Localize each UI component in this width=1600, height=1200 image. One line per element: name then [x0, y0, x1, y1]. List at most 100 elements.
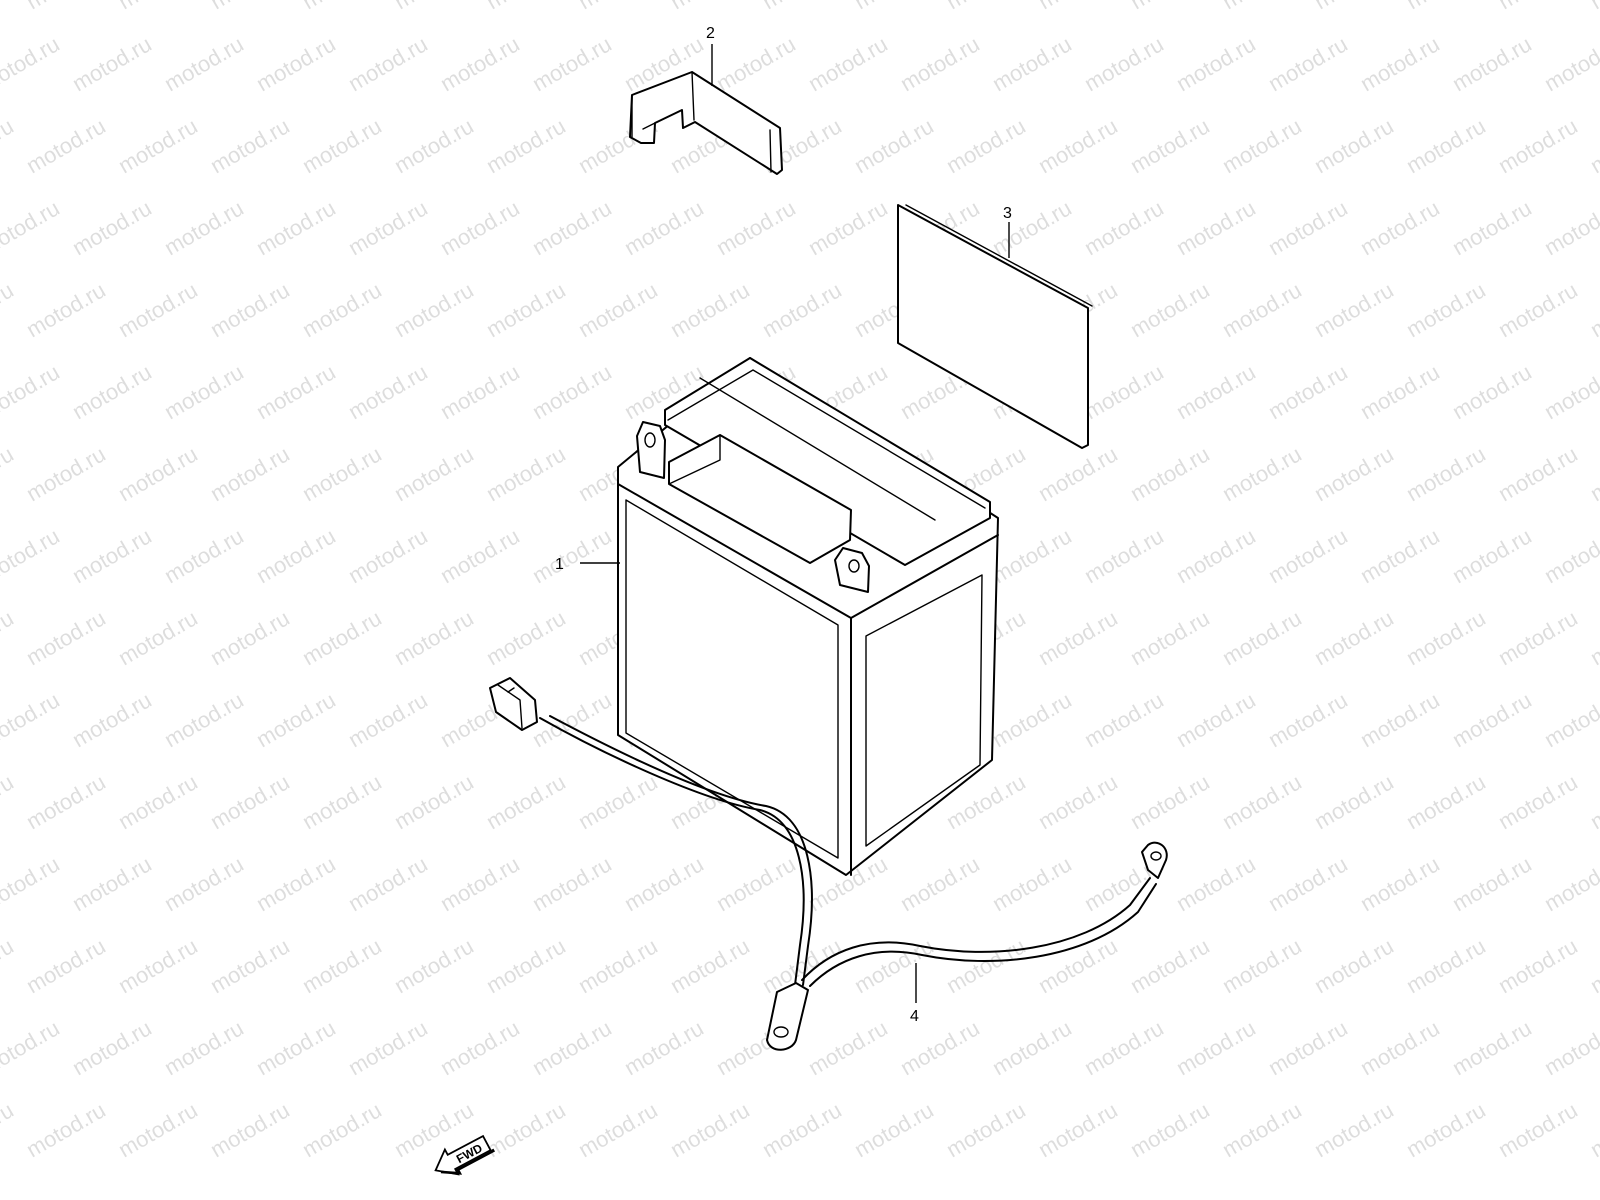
- watermark-text: motod.ru: [1310, 277, 1398, 342]
- watermark-text: motod.ru: [436, 359, 524, 424]
- watermark-text: motod.ru: [1172, 31, 1260, 96]
- watermark-text: motod.ru: [436, 1015, 524, 1080]
- watermark-text: motod.ru: [1402, 441, 1490, 506]
- watermark-text: motod.ru: [666, 0, 754, 14]
- watermark-text: motod.ru: [0, 441, 18, 506]
- watermark-text: motod.ru: [1218, 0, 1306, 14]
- watermark-text: motod.ru: [574, 277, 662, 342]
- watermark-text: motod.ru: [620, 195, 708, 260]
- watermark-text: motod.ru: [114, 1097, 202, 1162]
- watermark-text: motod.ru: [1448, 523, 1536, 588]
- watermark-text: motod.ru: [390, 605, 478, 670]
- watermark-text: motod.ru: [114, 113, 202, 178]
- watermark-text: motod.ru: [114, 0, 202, 14]
- part-2-bracket[interactable]: [629, 71, 783, 175]
- watermark-text: motod.ru: [1218, 277, 1306, 342]
- part-3-pad[interactable]: [897, 204, 1093, 449]
- watermark-text: motod.ru: [482, 277, 570, 342]
- watermark-text: motod.ru: [344, 359, 432, 424]
- watermark-text: motod.ru: [1540, 1015, 1600, 1080]
- watermark-text: motod.ru: [1402, 277, 1490, 342]
- watermark-text: motod.ru: [1494, 113, 1582, 178]
- watermark-text: motod.ru: [1540, 195, 1600, 260]
- watermark-text: motod.ru: [298, 113, 386, 178]
- watermark-text: motod.ru: [1080, 359, 1168, 424]
- watermark-text: motod.ru: [482, 605, 570, 670]
- watermark-text: motod.ru: [1126, 277, 1214, 342]
- watermark-text: motod.ru: [114, 933, 202, 998]
- watermark-text: motod.ru: [68, 31, 156, 96]
- watermark-text: motod.ru: [1494, 277, 1582, 342]
- watermark-text: motod.ru: [1402, 605, 1490, 670]
- watermark-text: motod.ru: [436, 31, 524, 96]
- watermark-text: motod.ru: [1080, 195, 1168, 260]
- watermark-text: motod.ru: [1586, 769, 1600, 834]
- watermark-text: motod.ru: [1264, 195, 1352, 260]
- watermark-text: motod.ru: [436, 851, 524, 916]
- watermark-text: motod.ru: [1034, 0, 1122, 14]
- watermark-text: motod.ru: [22, 933, 110, 998]
- part-4-wire-harness[interactable]: [489, 677, 1168, 1051]
- watermark-text: motod.ru: [0, 769, 18, 834]
- watermark-text: motod.ru: [1218, 769, 1306, 834]
- watermark-text: motod.ru: [252, 687, 340, 752]
- watermark-text: motod.ru: [1172, 1015, 1260, 1080]
- watermark-text: motod.ru: [68, 851, 156, 916]
- watermark-text: motod.ru: [0, 851, 64, 916]
- watermark-text: motod.ru: [436, 195, 524, 260]
- watermark-text: motod.ru: [22, 277, 110, 342]
- watermark-text: motod.ru: [114, 277, 202, 342]
- watermark-text: motod.ru: [1356, 31, 1444, 96]
- watermark-text: motod.ru: [390, 277, 478, 342]
- watermark-text: motod.ru: [206, 441, 294, 506]
- watermark-text: motod.ru: [252, 359, 340, 424]
- watermark-text: motod.ru: [1586, 113, 1600, 178]
- watermark-text: motod.ru: [666, 277, 754, 342]
- watermark-text: motod.ru: [298, 933, 386, 998]
- watermark-text: motod.ru: [114, 441, 202, 506]
- watermark-text: motod.ru: [1080, 523, 1168, 588]
- watermark-text: motod.ru: [988, 31, 1076, 96]
- watermark-text: motod.ru: [0, 31, 64, 96]
- part-1-battery[interactable]: [617, 357, 999, 876]
- watermark-text: motod.ru: [206, 0, 294, 14]
- watermark-text: motod.ru: [160, 195, 248, 260]
- callout-2: 2: [706, 25, 715, 42]
- watermark-text: motod.ru: [482, 933, 570, 998]
- watermark-text: motod.ru: [1356, 359, 1444, 424]
- watermark-text: motod.ru: [206, 933, 294, 998]
- watermark-text: motod.ru: [252, 195, 340, 260]
- watermark-text: motod.ru: [988, 195, 1076, 260]
- watermark-text: motod.ru: [298, 769, 386, 834]
- watermark-text: motod.ru: [1494, 441, 1582, 506]
- watermark-text: motod.ru: [390, 933, 478, 998]
- watermark-text: motod.ru: [1264, 1015, 1352, 1080]
- watermark-text: motod.ru: [1402, 0, 1490, 14]
- watermark-text: motod.ru: [1126, 769, 1214, 834]
- watermark-text: motod.ru: [850, 113, 938, 178]
- watermark-text: motod.ru: [252, 1015, 340, 1080]
- watermark-text: motod.ru: [1540, 31, 1600, 96]
- watermark-text: motod.ru: [344, 1015, 432, 1080]
- watermark-text: motod.ru: [804, 195, 892, 260]
- watermark-text: motod.ru: [1172, 851, 1260, 916]
- watermark-text: motod.ru: [298, 605, 386, 670]
- watermark-text: motod.ru: [1218, 933, 1306, 998]
- watermark-text: motod.ru: [1448, 1015, 1536, 1080]
- watermark-text: motod.ru: [22, 605, 110, 670]
- watermark-text: motod.ru: [1080, 1015, 1168, 1080]
- watermark-text: motod.ru: [1126, 933, 1214, 998]
- watermark-text: motod.ru: [528, 851, 616, 916]
- watermark-text: motod.ru: [68, 359, 156, 424]
- watermark-text: motod.ru: [1494, 933, 1582, 998]
- watermark-text: motod.ru: [1494, 769, 1582, 834]
- watermark-text: motod.ru: [0, 687, 64, 752]
- watermark-text: motod.ru: [758, 1097, 846, 1162]
- watermark-text: motod.ru: [1586, 277, 1600, 342]
- watermark-text: motod.ru: [574, 1097, 662, 1162]
- watermark-text: motod.ru: [1448, 687, 1536, 752]
- watermark-text: motod.ru: [390, 0, 478, 14]
- watermark-text: motod.ru: [1448, 195, 1536, 260]
- watermark-text: motod.ru: [252, 31, 340, 96]
